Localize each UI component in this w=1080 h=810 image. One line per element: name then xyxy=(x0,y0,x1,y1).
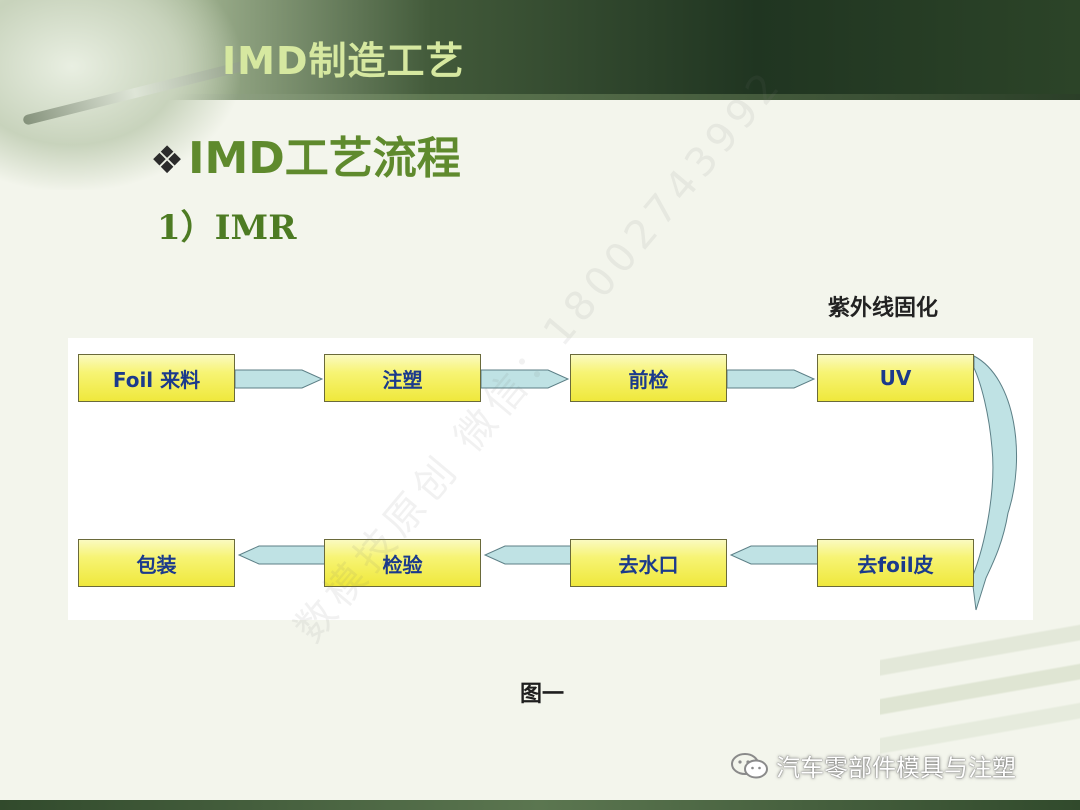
diamond-bullet-icon: ❖ xyxy=(150,138,185,182)
step-foil-incoming: Foil 来料 xyxy=(78,354,235,402)
figure-caption: 图一 xyxy=(520,682,565,707)
step-pre-inspection: 前检 xyxy=(570,354,727,402)
step-uv-curing: UV xyxy=(817,354,974,402)
arrow-foil-to-injection xyxy=(234,369,324,389)
step-packing: 包装 xyxy=(78,539,235,587)
step-injection-molding: 注塑 xyxy=(324,354,481,402)
header-stripe xyxy=(0,94,1080,100)
paper-stack-illustration xyxy=(880,620,1080,780)
brand-footer: 汽车零部件模具与注塑 xyxy=(730,748,1016,783)
flow-arrows xyxy=(234,355,1017,611)
brand-name: 汽车零部件模具与注塑 xyxy=(776,754,1016,782)
arrow-degate-to-inspection xyxy=(483,545,573,565)
arrow-inspection-to-packing xyxy=(237,545,327,565)
arrow-precheck-to-uv xyxy=(726,369,816,389)
step-degating: 去水口 xyxy=(570,539,727,587)
arrow-injection-to-precheck xyxy=(480,369,570,389)
section-title: ❖IMD工艺流程 xyxy=(150,122,461,186)
step-foil-removal: 去foil皮 xyxy=(817,539,974,587)
section-title-text: IMD工艺流程 xyxy=(188,133,461,184)
arrow-defoil-to-degate xyxy=(729,545,819,565)
uv-curing-label: 紫外线固化 xyxy=(828,296,939,321)
footer-band xyxy=(0,800,1080,810)
curved-arrow-uv-to-defoil xyxy=(971,355,1017,611)
step-inspection: 检验 xyxy=(324,539,481,587)
slide-header-title: IMD制造工艺 xyxy=(222,39,465,83)
subsection-title: 1）IMR xyxy=(157,208,297,248)
process-flow-diagram: Foil 来料 注塑 前检 UV 包装 检验 去水口 去foil皮 xyxy=(68,338,1033,620)
wechat-icon xyxy=(731,752,768,778)
